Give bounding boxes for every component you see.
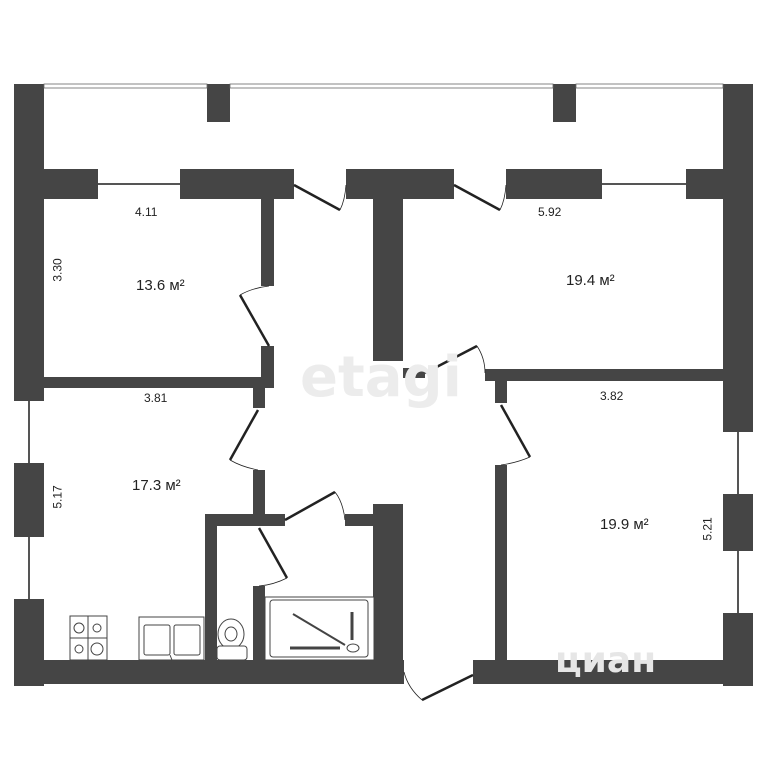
bathtub-icon <box>264 596 375 661</box>
fixtures <box>69 596 375 661</box>
doors <box>228 183 532 702</box>
room-width-dimension: 5.92 <box>538 205 562 219</box>
windows <box>14 83 753 613</box>
room-area-label: 17.3 м² <box>132 477 181 494</box>
room-height-dimension: 5.21 <box>700 517 715 541</box>
etagi-watermark: etagi <box>300 345 462 410</box>
room-area-label: 19.4 м² <box>566 272 615 289</box>
cian-watermark: циан <box>555 640 657 681</box>
stove-icon <box>69 615 108 661</box>
walls <box>14 84 753 686</box>
room-width-dimension: 3.82 <box>600 389 624 403</box>
room-width-dimension: 3.81 <box>144 391 168 405</box>
room-height-dimension: 5.17 <box>50 485 65 509</box>
room-width-dimension: 4.11 <box>135 205 158 219</box>
room-area-label: 19.9 м² <box>600 516 649 533</box>
toilet-icon <box>216 618 248 661</box>
double-sink-icon <box>138 616 205 661</box>
room-height-dimension: 3.30 <box>50 258 65 282</box>
room-area-label: 13.6 м² <box>136 277 185 294</box>
